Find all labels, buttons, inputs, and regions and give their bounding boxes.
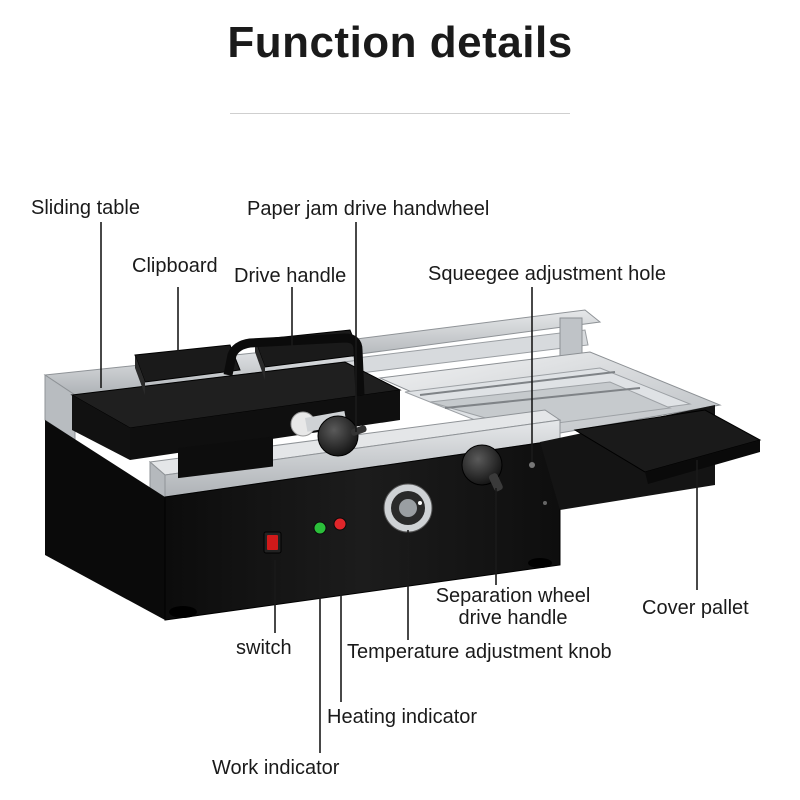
squeegee-hole <box>529 462 535 468</box>
separation-wheel <box>461 444 503 492</box>
temperature-dial[interactable] <box>383 483 433 533</box>
heating-indicator-light <box>333 517 347 531</box>
label-work-indicator: Work indicator <box>212 757 340 779</box>
label-clipboard: Clipboard <box>132 255 218 277</box>
work-indicator-light <box>313 521 327 535</box>
power-switch[interactable] <box>263 531 282 554</box>
label-temperature-knob: Temperature adjustment knob <box>347 641 612 663</box>
title-divider <box>230 113 570 114</box>
leader-lines <box>100 222 698 753</box>
label-drive-handle: Drive handle <box>234 265 347 287</box>
paper-jam-handwheel <box>290 411 367 457</box>
label-sliding-table: Sliding table <box>31 197 140 219</box>
label-switch: switch <box>236 637 292 659</box>
label-heating-indicator: Heating indicator <box>327 706 478 728</box>
cover-pallet <box>573 409 762 484</box>
clamp-table <box>70 361 402 460</box>
label-squeegee-hole: Squeegee adjustment hole <box>428 263 666 285</box>
label-separation-wheel: Separation wheel drive handle <box>428 585 598 629</box>
label-separation-wheel-line1: Separation wheel <box>435 585 591 607</box>
page-title: Function details <box>227 18 573 67</box>
label-cover-pallet: Cover pallet <box>642 597 749 619</box>
label-separation-wheel-line2: drive handle <box>458 607 568 629</box>
drive-handle-shape <box>223 333 365 396</box>
label-paper-jam-handwheel: Paper jam drive handwheel <box>247 198 490 220</box>
machine-body <box>45 405 715 621</box>
